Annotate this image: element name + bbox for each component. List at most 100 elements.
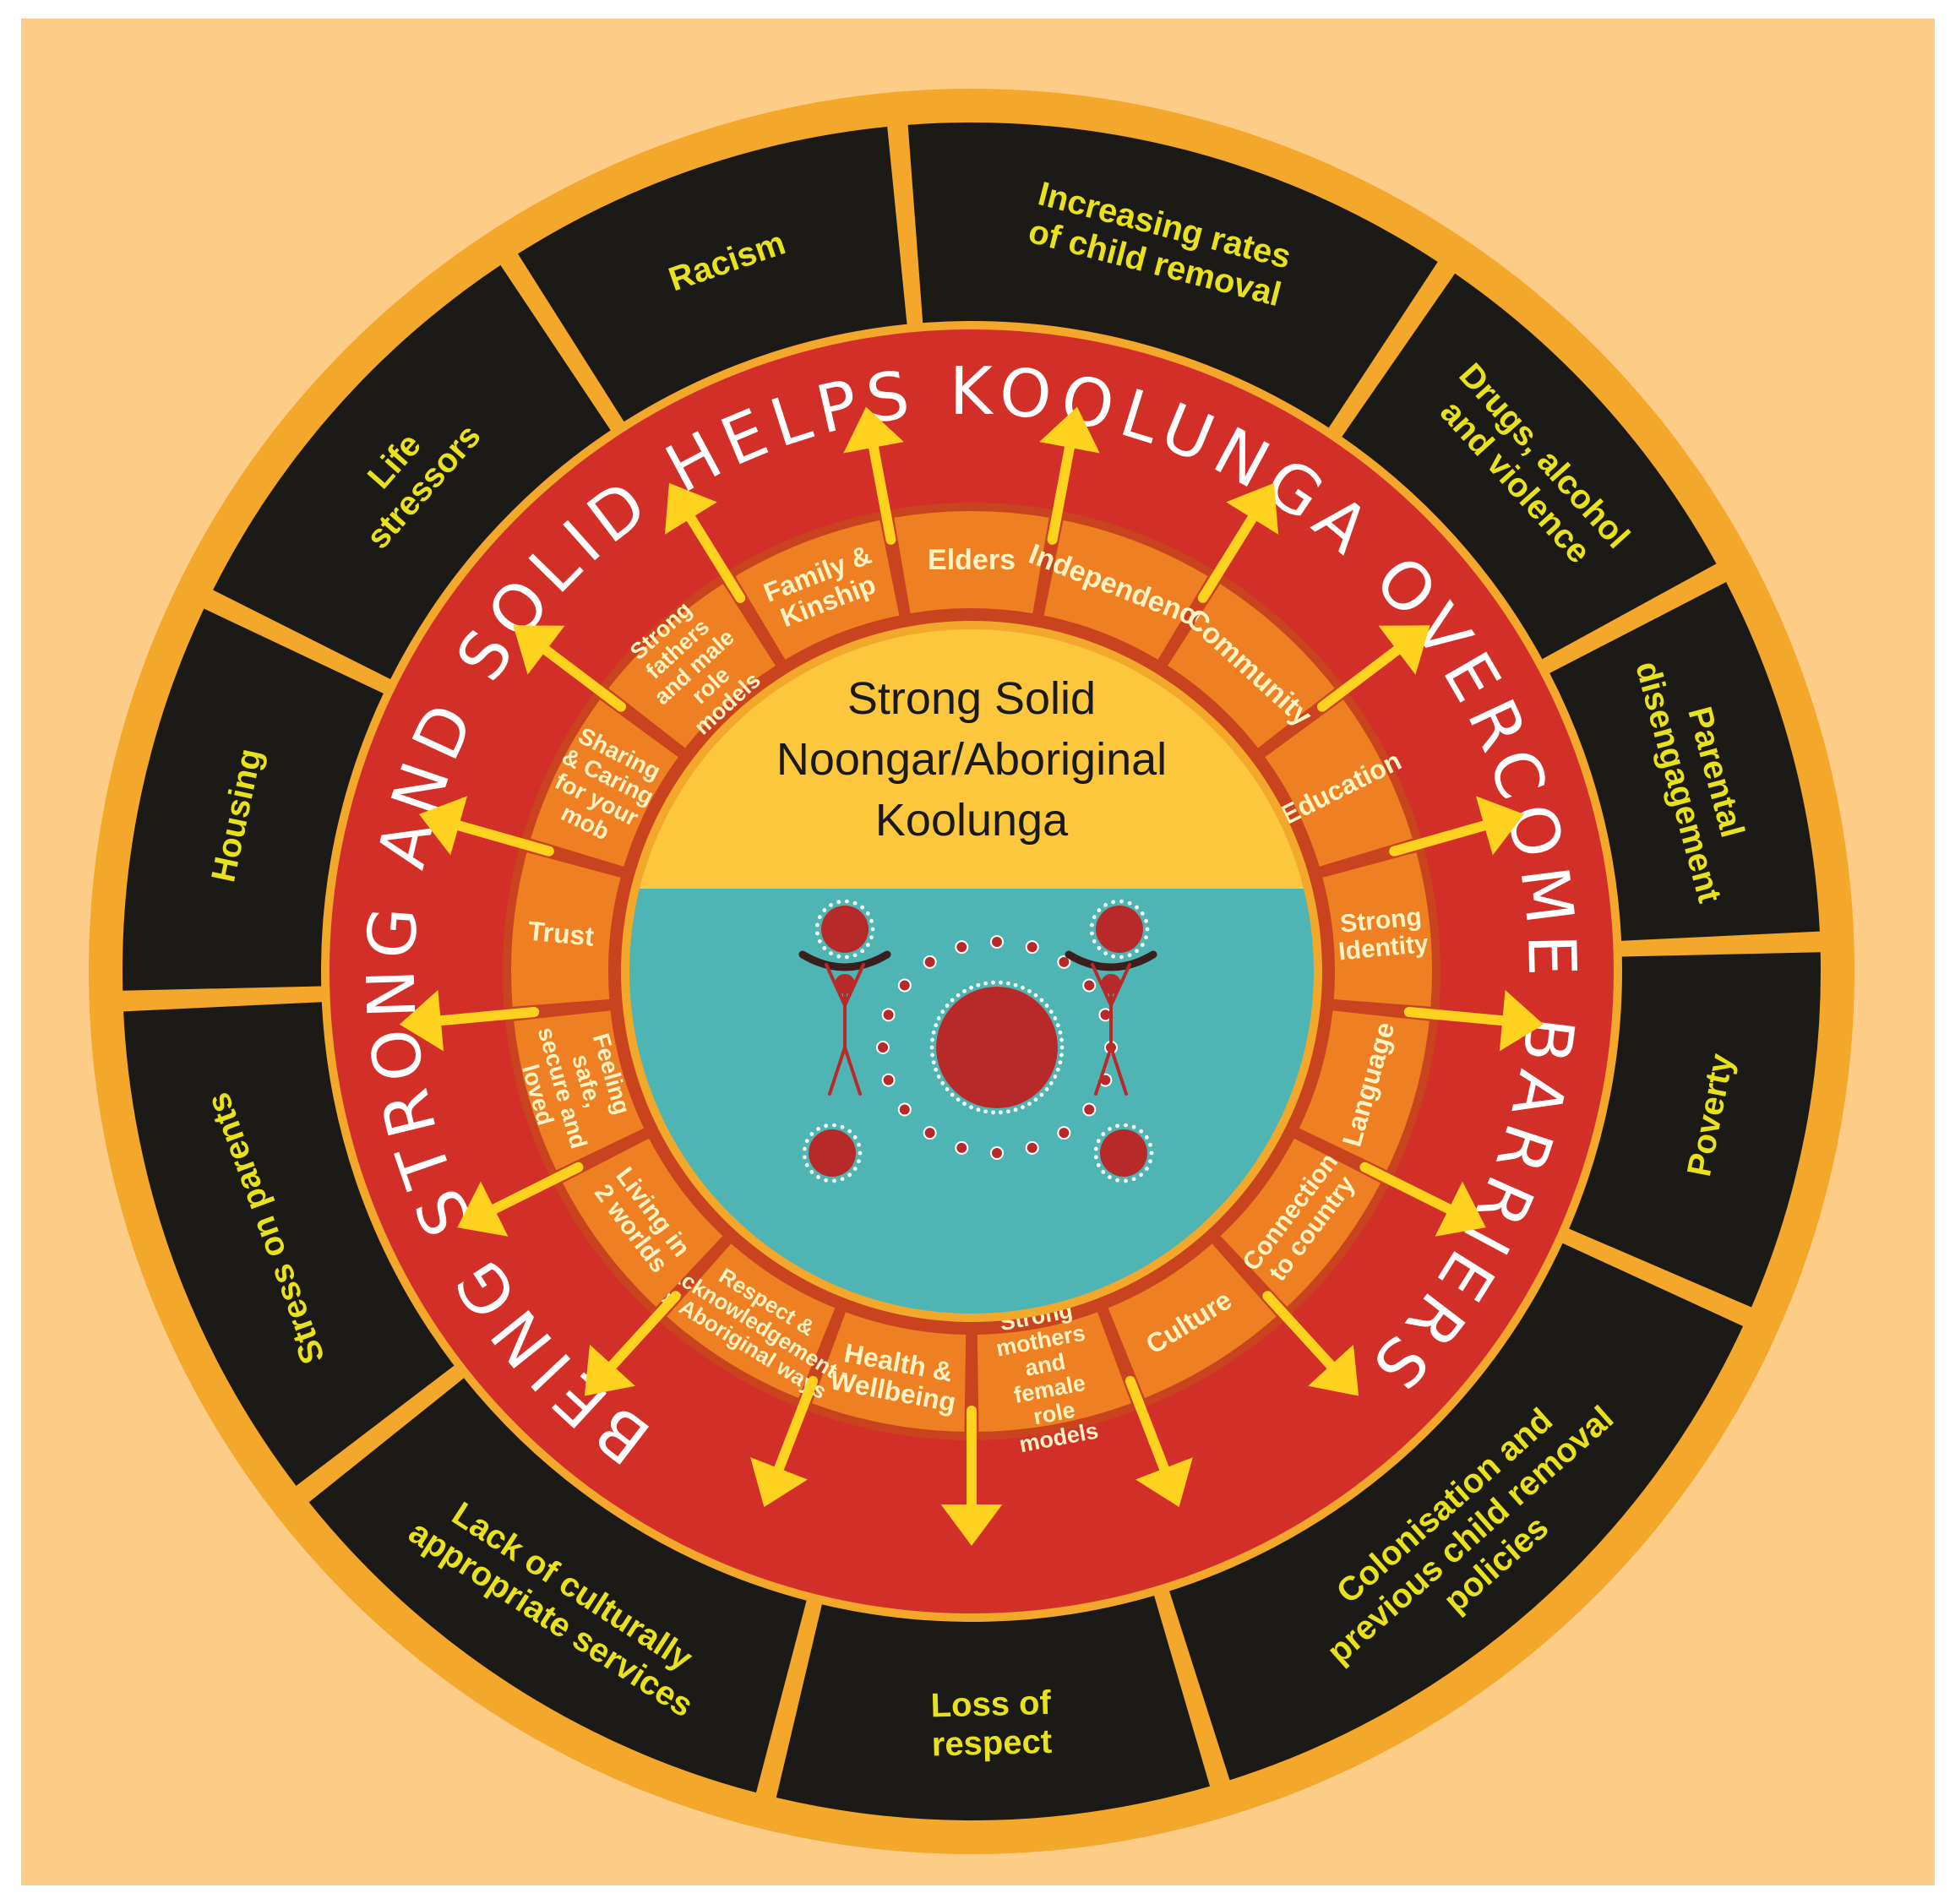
person-figure-icon bbox=[1065, 950, 1157, 1096]
dot bbox=[1013, 982, 1018, 987]
dot bbox=[1048, 1080, 1054, 1085]
barrier-segment bbox=[308, 1378, 807, 1793]
dot bbox=[1097, 908, 1102, 912]
arrow-icon bbox=[771, 1375, 819, 1481]
arrow-head-icon bbox=[1226, 482, 1279, 535]
arrow-icon bbox=[427, 1006, 540, 1027]
dot bbox=[840, 1124, 845, 1129]
dot bbox=[865, 943, 870, 947]
dot bbox=[1097, 946, 1102, 950]
dot bbox=[983, 981, 988, 986]
dot bbox=[929, 1045, 934, 1050]
dot bbox=[1055, 1023, 1060, 1028]
dot bbox=[858, 1151, 863, 1156]
dot bbox=[936, 1074, 941, 1079]
dot bbox=[1033, 1097, 1038, 1102]
dot bbox=[824, 1178, 829, 1183]
dot bbox=[1044, 1004, 1049, 1008]
dot bbox=[814, 922, 820, 928]
dot bbox=[857, 1142, 861, 1147]
dot bbox=[857, 1159, 861, 1164]
dot bbox=[1082, 1102, 1097, 1117]
dot bbox=[1039, 1092, 1044, 1097]
dot bbox=[1025, 1140, 1039, 1155]
dot bbox=[1140, 911, 1145, 916]
arrows-group bbox=[399, 406, 1544, 1546]
dot bbox=[822, 908, 827, 912]
dot bbox=[1148, 1142, 1152, 1147]
barrier-segment bbox=[123, 608, 384, 991]
dot bbox=[955, 940, 969, 955]
dot bbox=[1124, 1178, 1128, 1183]
dot bbox=[990, 1146, 1004, 1160]
strength-segment bbox=[812, 1312, 967, 1432]
dot bbox=[865, 911, 870, 916]
strength-segment bbox=[1168, 584, 1335, 748]
dot bbox=[1053, 1074, 1058, 1079]
dot bbox=[923, 1126, 937, 1140]
arrow-head-icon bbox=[457, 1181, 509, 1237]
barrier-segment bbox=[1169, 1243, 1744, 1781]
dot bbox=[1013, 1107, 1018, 1112]
dot bbox=[1021, 1105, 1025, 1110]
dot bbox=[852, 1135, 858, 1140]
barrier-segment bbox=[517, 126, 907, 422]
dot bbox=[852, 1167, 858, 1171]
dot-circle bbox=[936, 987, 1058, 1108]
person-figure-icon bbox=[798, 950, 891, 1096]
barrier-label-line: Loss of bbox=[930, 1684, 1052, 1725]
dot bbox=[1101, 1170, 1106, 1174]
arrow-icon bbox=[1197, 506, 1261, 603]
strength-label: Trust bbox=[526, 916, 596, 952]
dot bbox=[804, 1162, 809, 1167]
dot bbox=[845, 899, 849, 904]
dot bbox=[962, 988, 967, 993]
dot bbox=[934, 1023, 939, 1028]
dot bbox=[1139, 1129, 1143, 1134]
arrow-icon bbox=[1262, 1291, 1342, 1376]
dot bbox=[1055, 1067, 1060, 1072]
aboriginal-dot-art-icon bbox=[798, 899, 1157, 1183]
dot bbox=[1139, 1172, 1143, 1178]
dot bbox=[999, 1110, 1003, 1115]
dot bbox=[1059, 1045, 1065, 1050]
arrow-head-icon bbox=[418, 796, 468, 856]
dot bbox=[1103, 951, 1108, 955]
dot bbox=[950, 998, 955, 1003]
dot bbox=[836, 900, 841, 905]
strength-segment bbox=[608, 584, 776, 748]
barrier-segment bbox=[123, 1002, 455, 1487]
barrier-segment bbox=[1549, 582, 1820, 941]
center-title-line-1: Strong Solid bbox=[847, 673, 1096, 724]
center-title-line-2: Noongar/Aboriginal bbox=[776, 734, 1167, 785]
dot bbox=[1096, 1162, 1101, 1167]
dot bbox=[802, 1155, 807, 1160]
arrow-head-icon bbox=[1135, 1457, 1193, 1508]
dot bbox=[1089, 922, 1094, 928]
strength-segment bbox=[977, 1312, 1131, 1432]
arrow-head-icon bbox=[750, 1457, 808, 1508]
barrier-label-line: respect bbox=[931, 1723, 1052, 1764]
dot bbox=[931, 1030, 936, 1035]
dot bbox=[832, 1123, 836, 1128]
dot bbox=[976, 1107, 981, 1112]
dot bbox=[991, 1110, 995, 1115]
dot bbox=[802, 1146, 807, 1151]
dot bbox=[832, 1178, 836, 1183]
strength-segment bbox=[563, 1138, 723, 1307]
dot bbox=[847, 1129, 852, 1134]
arrow-icon bbox=[1047, 434, 1076, 545]
dot bbox=[1048, 1009, 1054, 1015]
arrow-head-icon bbox=[1475, 796, 1525, 856]
center-circle: Strong Solid Noongar/Aboriginal Koolunga bbox=[621, 621, 1322, 1322]
dot bbox=[860, 949, 864, 954]
dot bbox=[990, 935, 1004, 949]
dot bbox=[852, 900, 858, 906]
dot bbox=[1127, 953, 1132, 958]
dot bbox=[836, 954, 841, 959]
arrow-head-icon bbox=[1039, 406, 1100, 454]
dot bbox=[940, 1009, 945, 1015]
arrow-head-icon bbox=[513, 625, 565, 675]
dot bbox=[829, 951, 833, 955]
